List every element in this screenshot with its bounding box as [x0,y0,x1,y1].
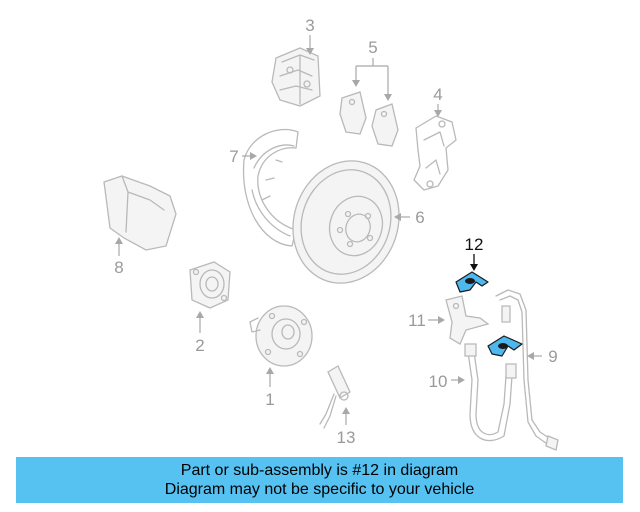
part-12-retaining-clip-lower[interactable] [487,335,523,357]
part-caliper [271,47,321,107]
part-splash-shield [242,128,299,247]
callout-12: 12 [465,235,484,254]
part-wheel-bearing [189,261,231,309]
callout-2: 2 [195,336,204,355]
part-brake-rotor [292,160,400,284]
part-knuckle-shield [103,175,177,251]
callout-1: 1 [265,390,274,409]
banner-line-disclaimer: Diagram may not be specific to your vehi… [164,481,475,498]
part-brake-line [495,289,559,451]
callout-5: 5 [368,38,377,57]
part-12-retaining-clip-upper[interactable] [455,271,489,293]
part-brake-pads [339,91,399,147]
callout-9: 9 [548,347,557,366]
parts-diagram: 3 5 4 7 6 [103,16,559,451]
part-hose-bracket [445,295,490,345]
callout-4: 4 [433,85,442,104]
banner-line-part-number: Part or sub-assembly is #12 in diagram [180,462,459,479]
part-wheel-hub [249,305,313,367]
callout-7: 7 [229,147,238,166]
callout-8: 8 [114,258,123,277]
part-abs-sensor [319,365,351,429]
part-caliper-carrier [413,115,457,191]
callout-11: 11 [408,311,426,330]
part-info-banner: Part or sub-assembly is #12 in diagram D… [16,457,623,503]
callout-10: 10 [429,372,448,391]
part-brake-hose [464,343,517,442]
callout-13: 13 [337,428,356,447]
callout-3: 3 [305,16,314,35]
callout-6: 6 [415,208,424,227]
